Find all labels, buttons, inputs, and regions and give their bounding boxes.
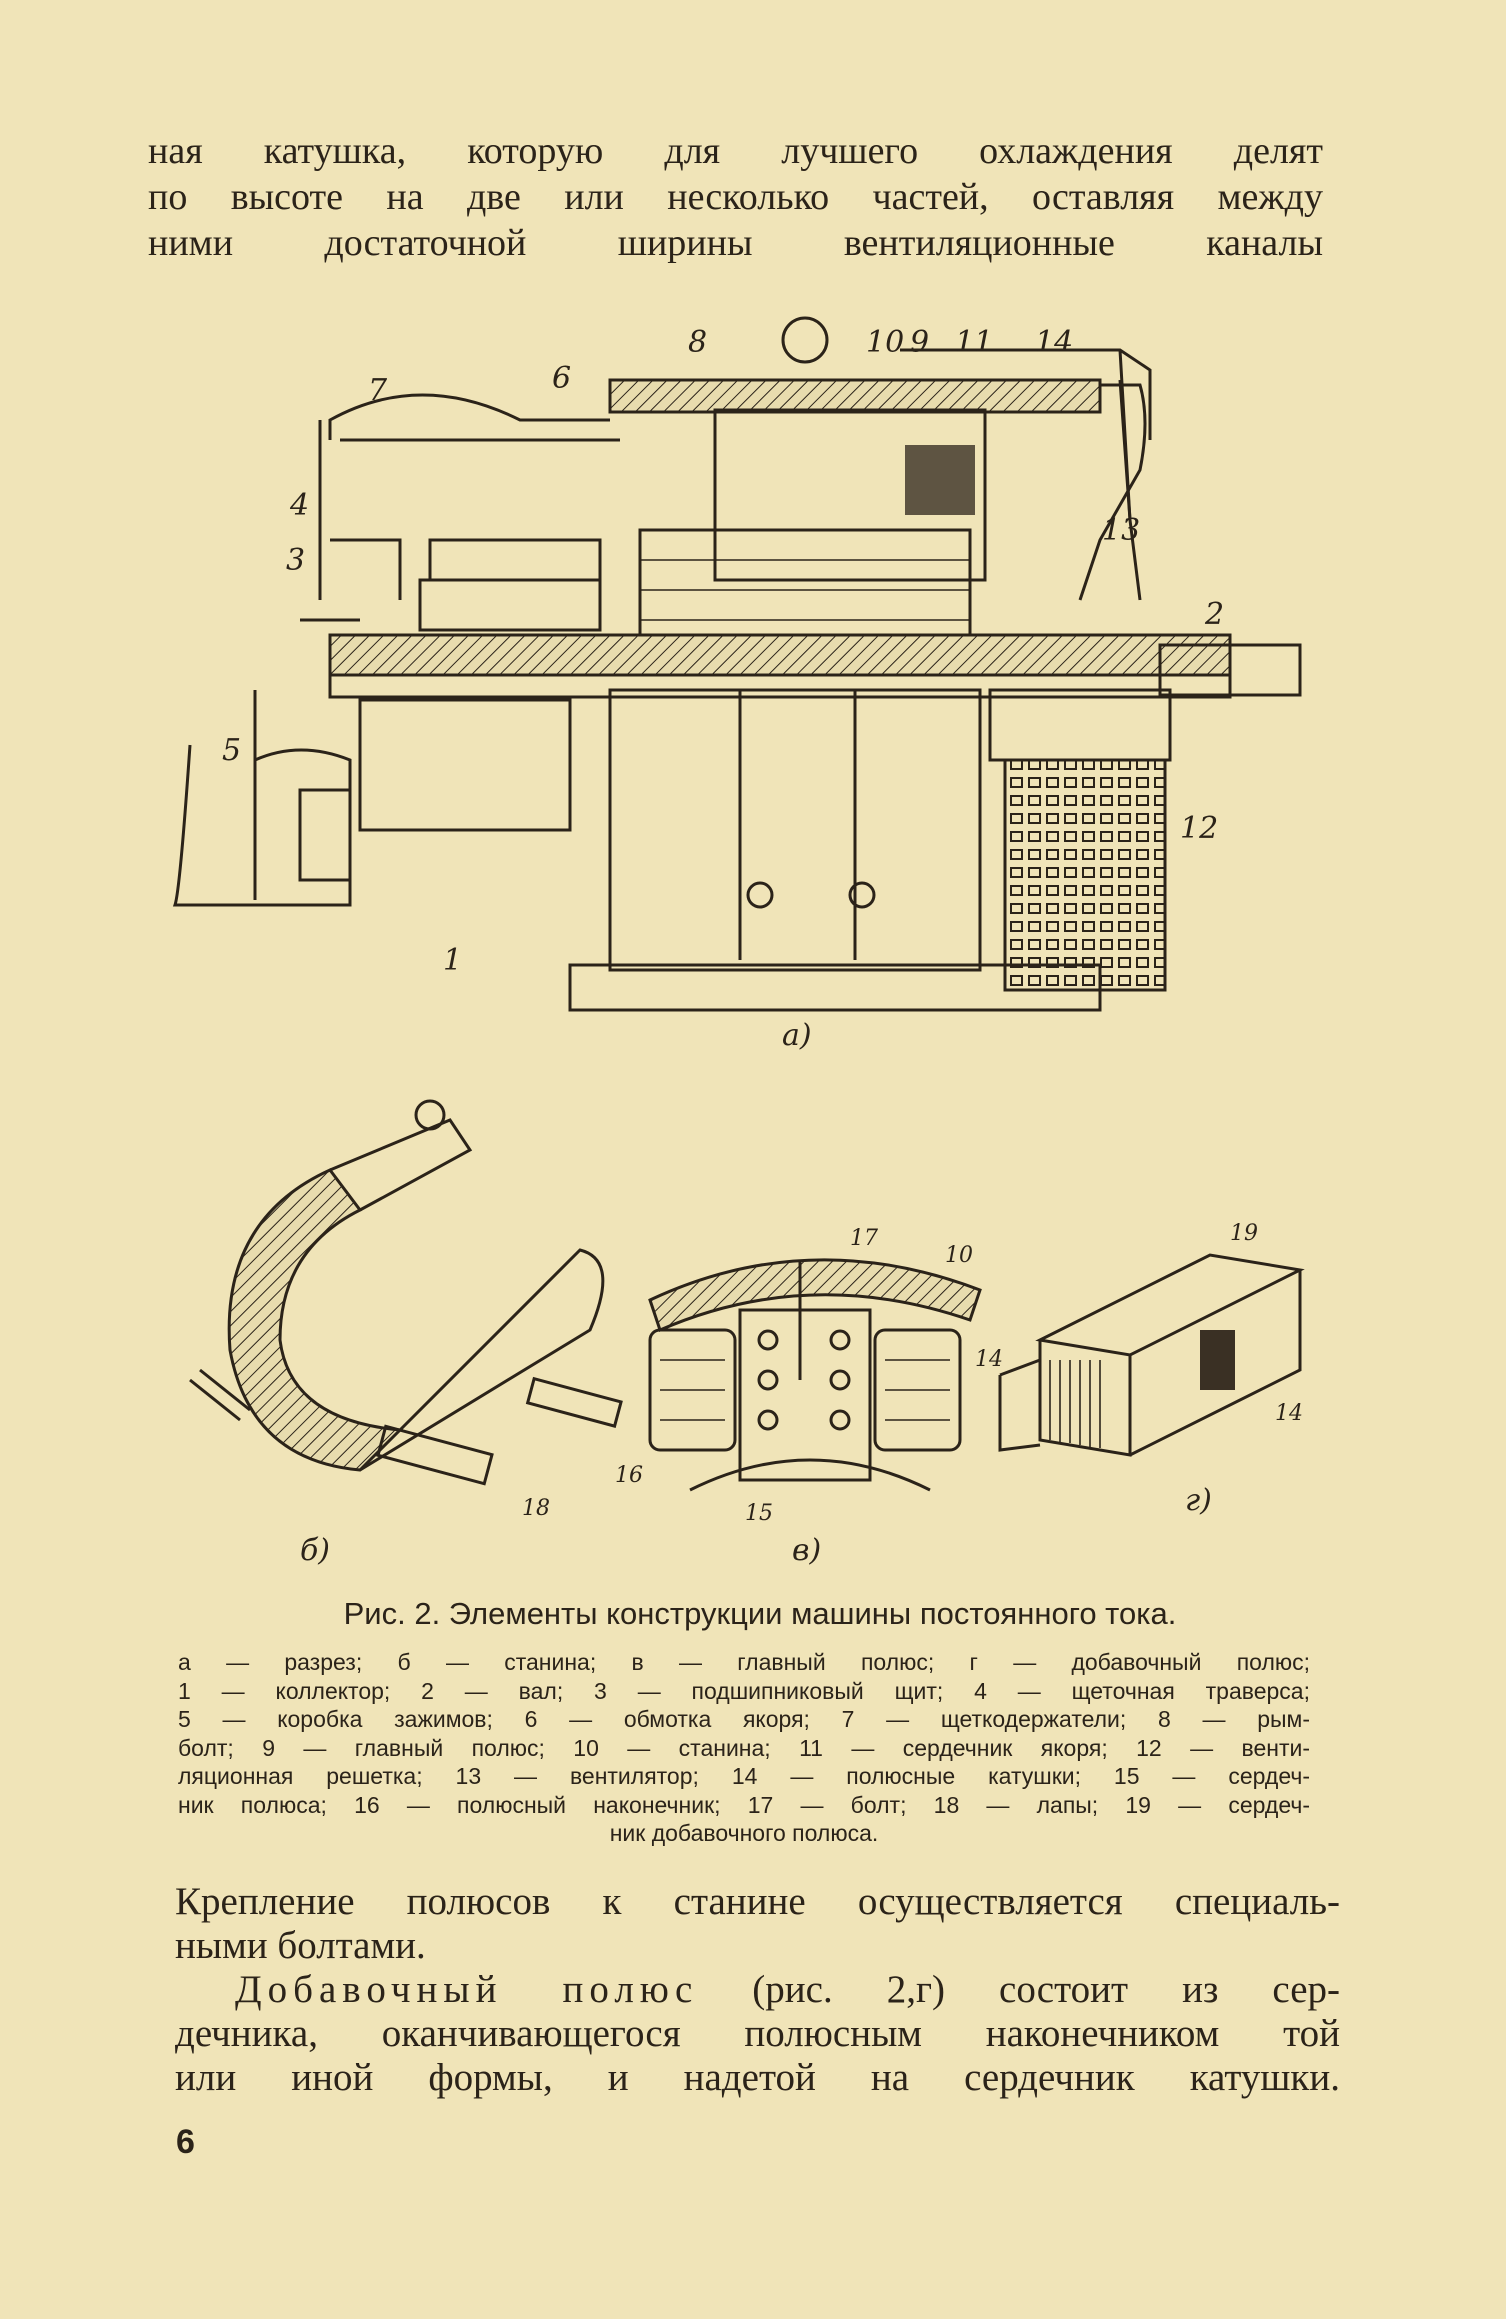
callout-number: 14 (1275, 1401, 1303, 1426)
text-line: ными болтами. (175, 1924, 426, 1967)
legend-line: 1 — коллектор; 2 — вал; 3 — подшипниковы… (178, 1677, 1310, 1704)
figure-a-section (172, 316, 1302, 1012)
text-line: по высоте на две или несколько частей, о… (148, 176, 1323, 218)
callout-number: 9 (910, 325, 929, 360)
figure-a-callouts: 8 10 9 11 14 7 6 4 3 13 2 5 12 1 а) (222, 325, 1224, 1053)
text-line: Добавочный полюс (рис. 2,г) состоит из с… (175, 1968, 1340, 2012)
callout-number: 19 (1230, 1221, 1258, 1246)
text-line: или иной формы, и надетой на сердечник к… (175, 2056, 1340, 2099)
emphasized-term: Добавочный полюс (235, 1968, 699, 2011)
callout-number: 12 (1180, 811, 1218, 846)
figure-g-aux-pole: 19 14 г) (998, 1221, 1305, 1518)
panel-label-v: в) (792, 1533, 821, 1568)
callout-number: 8 (688, 325, 707, 360)
panel-label-g: г) (1185, 1483, 1212, 1518)
text-line: ними достаточной ширины вентиляционные к… (148, 222, 1323, 264)
legend-line: ляционная решетка; 13 — вентилятор; 14 —… (178, 1763, 1310, 1789)
figure-legend: а — разрез; б — станина; в — главный пол… (178, 1648, 1310, 1848)
panel-label-b: б) (300, 1533, 330, 1568)
callout-number: 10 (945, 1243, 973, 1268)
legend-line: болт; 9 — главный полюс; 10 — станина; 1… (178, 1734, 1310, 1761)
legend-line: 5 — коробка зажимов; 6 — обмотка якоря; … (178, 1706, 1310, 1732)
figure-caption-title: Рис. 2. Элементы конструкции машины пост… (343, 1596, 1177, 1631)
callout-number: 18 (522, 1496, 550, 1521)
callout-number: 3 (286, 543, 305, 578)
callout-number: 7 (368, 373, 388, 408)
text-line: Крепление полюсов к станине осуществляет… (175, 1880, 1340, 1923)
callout-number: 1 (443, 943, 462, 978)
callout-number: 14 (975, 1347, 1003, 1372)
callout-number: 14 (1035, 325, 1073, 360)
callout-number: 15 (745, 1501, 773, 1526)
legend-line: ник полюса; 16 — полюсный наконечник; 17… (178, 1791, 1310, 1818)
callout-number: 5 (222, 733, 241, 768)
callout-number: 10 (866, 325, 904, 360)
callout-number: 16 (615, 1463, 643, 1488)
callout-number: 11 (955, 325, 993, 360)
text-line: дечника, оканчивающегося полюсным наконе… (175, 2012, 1340, 2055)
callout-number: 6 (552, 361, 571, 396)
callout-number: 2 (1204, 597, 1224, 632)
callout-number: 4 (289, 488, 309, 523)
figure-b-frame: 18 б) (189, 1099, 623, 1568)
bottom-paragraph: Крепление полюсов к станине осуществляет… (175, 1880, 1340, 2100)
callout-number: 13 (1102, 513, 1140, 548)
text-line: ная катушка, которую для лучшего охлажде… (148, 130, 1323, 172)
figure-v-main-pole: 17 10 14 16 15 в) (615, 1226, 1003, 1568)
text-fragment: (рис. 2,г) состоит из сер- (698, 1968, 1340, 2011)
legend-line: а — разрез; б — станина; в — главный пол… (178, 1649, 1310, 1675)
callout-number: 17 (850, 1226, 878, 1251)
top-paragraph: ная катушка, которую для лучшего охлажде… (148, 128, 1323, 266)
legend-line: ник добавочного полюса. (609, 1820, 879, 1846)
page-number: 6 (176, 2123, 195, 2161)
panel-label-a: а) (782, 1018, 812, 1053)
